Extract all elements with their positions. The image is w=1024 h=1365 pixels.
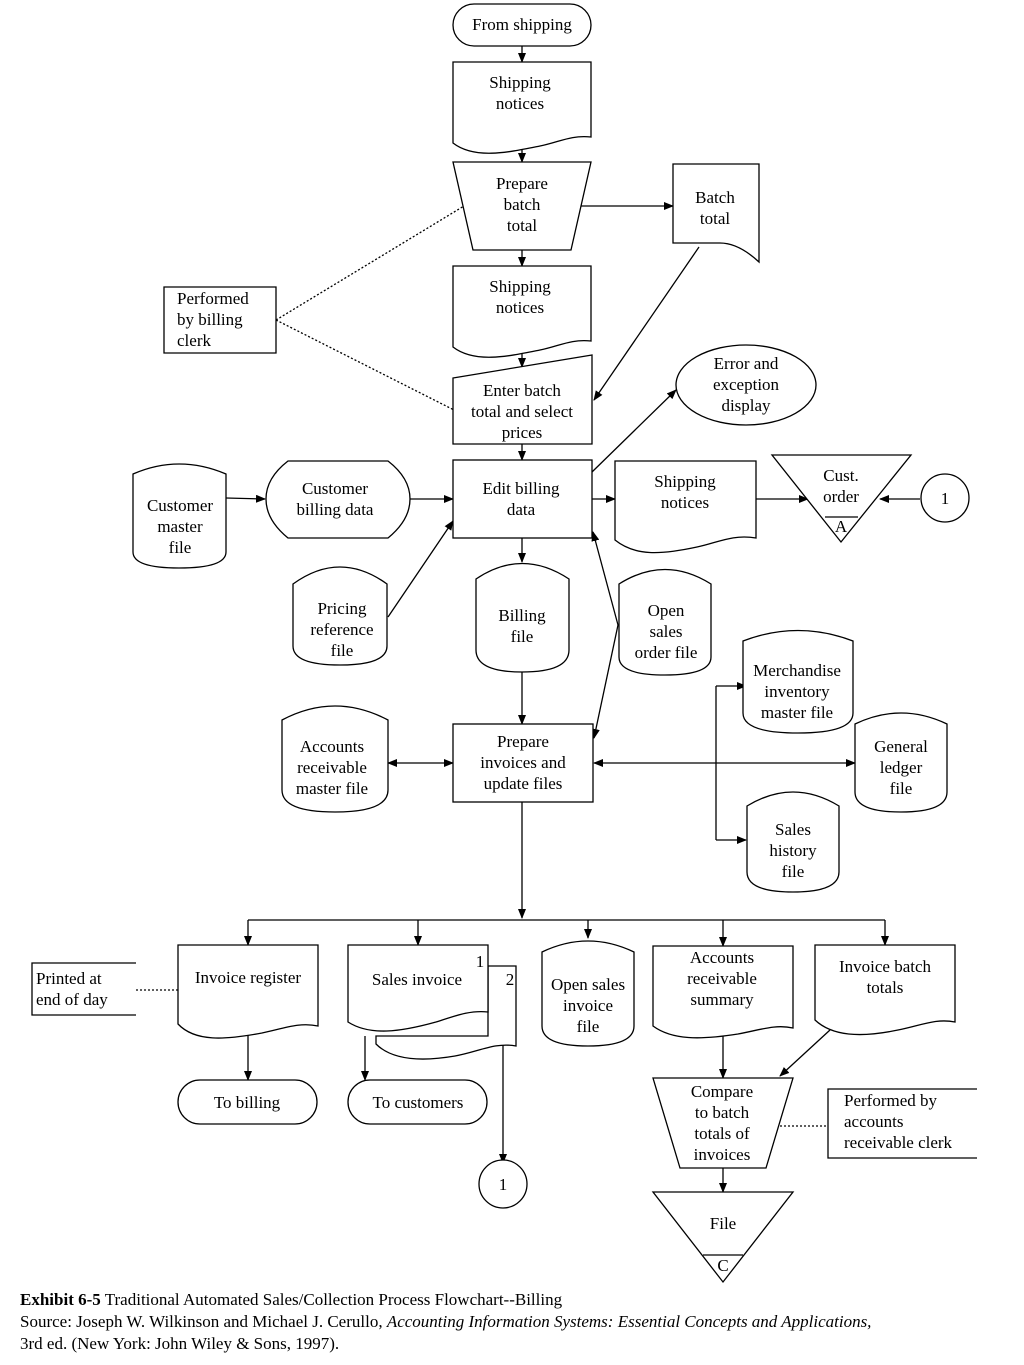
exhibit-number: Exhibit 6-5 <box>20 1290 101 1309</box>
ar-summary-document <box>652 945 794 1039</box>
pricing-reference-file-disk <box>292 566 388 666</box>
to-billing-label: To billing <box>214 1093 281 1112</box>
source-line: Source: Joseph W. Wilkinson and Michael … <box>20 1311 1010 1333</box>
file-offline-file <box>651 1191 795 1284</box>
customer-master-file-disk <box>132 463 227 569</box>
compare-batch-totals-manual-operation <box>652 1077 794 1169</box>
from-shipping-label: From shipping <box>472 15 572 34</box>
shipping-notices-document-1 <box>452 61 592 154</box>
page-connector-in <box>920 473 970 523</box>
prepare-batch-total-manual-operation <box>452 161 592 251</box>
error-exception-display-shape <box>675 344 817 426</box>
to-customers-label: To customers <box>373 1093 464 1112</box>
sales-invoice-copy2-label: 2 <box>506 970 515 989</box>
connector-in-label: 1 <box>941 489 950 508</box>
enter-batch-total-manual-input <box>452 354 593 445</box>
merchandise-inventory-file-disk <box>742 629 854 734</box>
invoice-register-label: Invoice register <box>195 968 302 987</box>
from-shipping-terminal <box>452 3 592 47</box>
cust-order-tag-label: A <box>835 517 848 536</box>
source-publisher: 3rd ed. (New York: John Wiley & Sons, 19… <box>20 1334 340 1353</box>
sales-history-file-disk <box>746 791 840 893</box>
source-publisher-line: 3rd ed. (New York: John Wiley & Sons, 19… <box>20 1333 1010 1355</box>
file-final-label: File <box>710 1214 736 1233</box>
open-sales-order-file-disk <box>618 568 712 676</box>
billing-file-disk <box>475 562 570 673</box>
invoice-batch-totals-document <box>814 944 956 1036</box>
page-connector-out <box>478 1159 528 1209</box>
exhibit-title: Traditional Automated Sales/Collection P… <box>100 1290 563 1309</box>
annotation-lines <box>136 205 828 1127</box>
sales-invoice-label: Sales invoice <box>372 970 462 989</box>
printed-end-of-day-annotation-bracket <box>31 962 136 1016</box>
cust-order-offline-file <box>770 454 913 544</box>
shipping-notices-document-2 <box>452 265 592 358</box>
source-prefix: Source: Joseph W. Wilkinson and Michael … <box>20 1312 387 1331</box>
ar-clerk-annotation-bracket <box>827 1088 977 1159</box>
open-sales-invoice-file-disk <box>541 940 635 1047</box>
exhibit-caption: Exhibit 6-5 Traditional Automated Sales/… <box>20 1289 1010 1311</box>
connector-lines <box>225 46 920 1193</box>
general-ledger-file-disk <box>854 712 948 813</box>
source-book-title: Accounting Information Systems: Essentia… <box>386 1312 872 1331</box>
billing-clerk-annotation-bracket <box>163 286 277 354</box>
batch-total-document <box>672 163 760 264</box>
sales-invoice-copy-1 <box>347 944 489 1032</box>
to-customers-terminal <box>347 1079 488 1125</box>
cust-order-label: Cust.order <box>823 466 859 506</box>
accounts-receivable-master-file-disk <box>281 705 389 813</box>
sales-invoice-copy1-label: 1 <box>476 952 485 971</box>
file-final-tag-label: C <box>717 1256 728 1275</box>
to-billing-terminal <box>177 1079 318 1125</box>
edit-billing-data-process <box>452 459 593 539</box>
invoice-register-document <box>177 944 319 1039</box>
customer-billing-data-display <box>265 460 411 539</box>
prepare-invoices-process <box>452 723 594 803</box>
shipping-notices-document-3 <box>614 460 757 554</box>
connector-out-label: 1 <box>499 1175 508 1194</box>
